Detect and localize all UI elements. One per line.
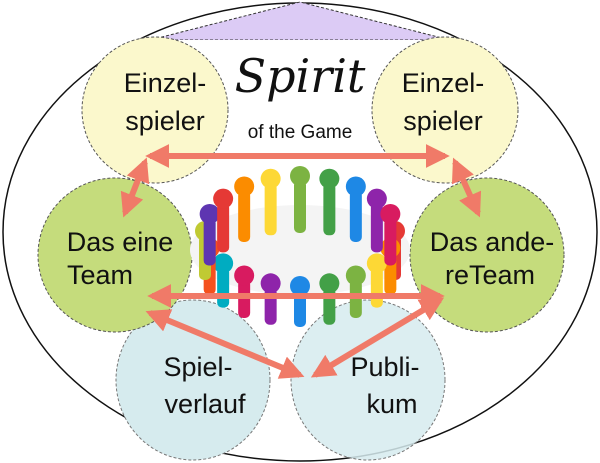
- person-head: [366, 253, 387, 274]
- relation-arrows: [120, 144, 482, 379]
- person-body: [370, 267, 383, 308]
- person-body: [203, 218, 216, 266]
- game-line1: Spiel-: [163, 352, 232, 382]
- audience-line1: Publi-: [350, 352, 419, 382]
- player-right-line1: Einzel-: [402, 68, 485, 98]
- team-left-line2: Team: [67, 260, 133, 290]
- team-left-line1: Das eine: [67, 227, 174, 257]
- arrow-team-game: [145, 309, 305, 379]
- person-head: [260, 273, 281, 294]
- person-head: [366, 188, 387, 209]
- arrow-player-team-left: [120, 157, 150, 218]
- person-head: [380, 204, 401, 225]
- team-huddle-image: [190, 166, 410, 327]
- person-body: [384, 218, 397, 266]
- person-head: [345, 176, 366, 197]
- player-right-line2: spieler: [403, 106, 483, 136]
- person-head: [213, 253, 234, 274]
- audience-line2: kum: [366, 389, 417, 419]
- person-body: [217, 202, 230, 253]
- person-head: [234, 265, 255, 286]
- person-body: [349, 190, 362, 242]
- person-head: [290, 166, 310, 186]
- player-left-line1: Einzel-: [124, 68, 207, 98]
- person-head: [234, 176, 255, 197]
- person-head: [319, 168, 340, 189]
- arrow-player-team-right: [451, 157, 482, 218]
- team-right-line2: reTeam: [445, 260, 535, 290]
- title-sub: of the Game: [248, 122, 353, 143]
- person-head: [213, 188, 234, 209]
- person-body: [370, 202, 383, 253]
- person-body: [294, 180, 306, 233]
- person-head: [199, 204, 220, 225]
- player-left-line2: spieler: [125, 106, 205, 136]
- game-line2: verlauf: [164, 389, 246, 419]
- title-main: Spirit: [235, 49, 366, 103]
- team-right-line1: Das ande-: [430, 227, 555, 257]
- arrow-team-audience: [310, 297, 445, 378]
- person-body: [264, 182, 277, 236]
- person-head: [260, 168, 281, 189]
- person-body: [323, 182, 336, 236]
- team-right-node: [409, 177, 565, 333]
- person-head: [345, 265, 366, 286]
- person-head: [319, 273, 340, 294]
- person-body: [238, 190, 251, 242]
- person-body: [217, 267, 230, 308]
